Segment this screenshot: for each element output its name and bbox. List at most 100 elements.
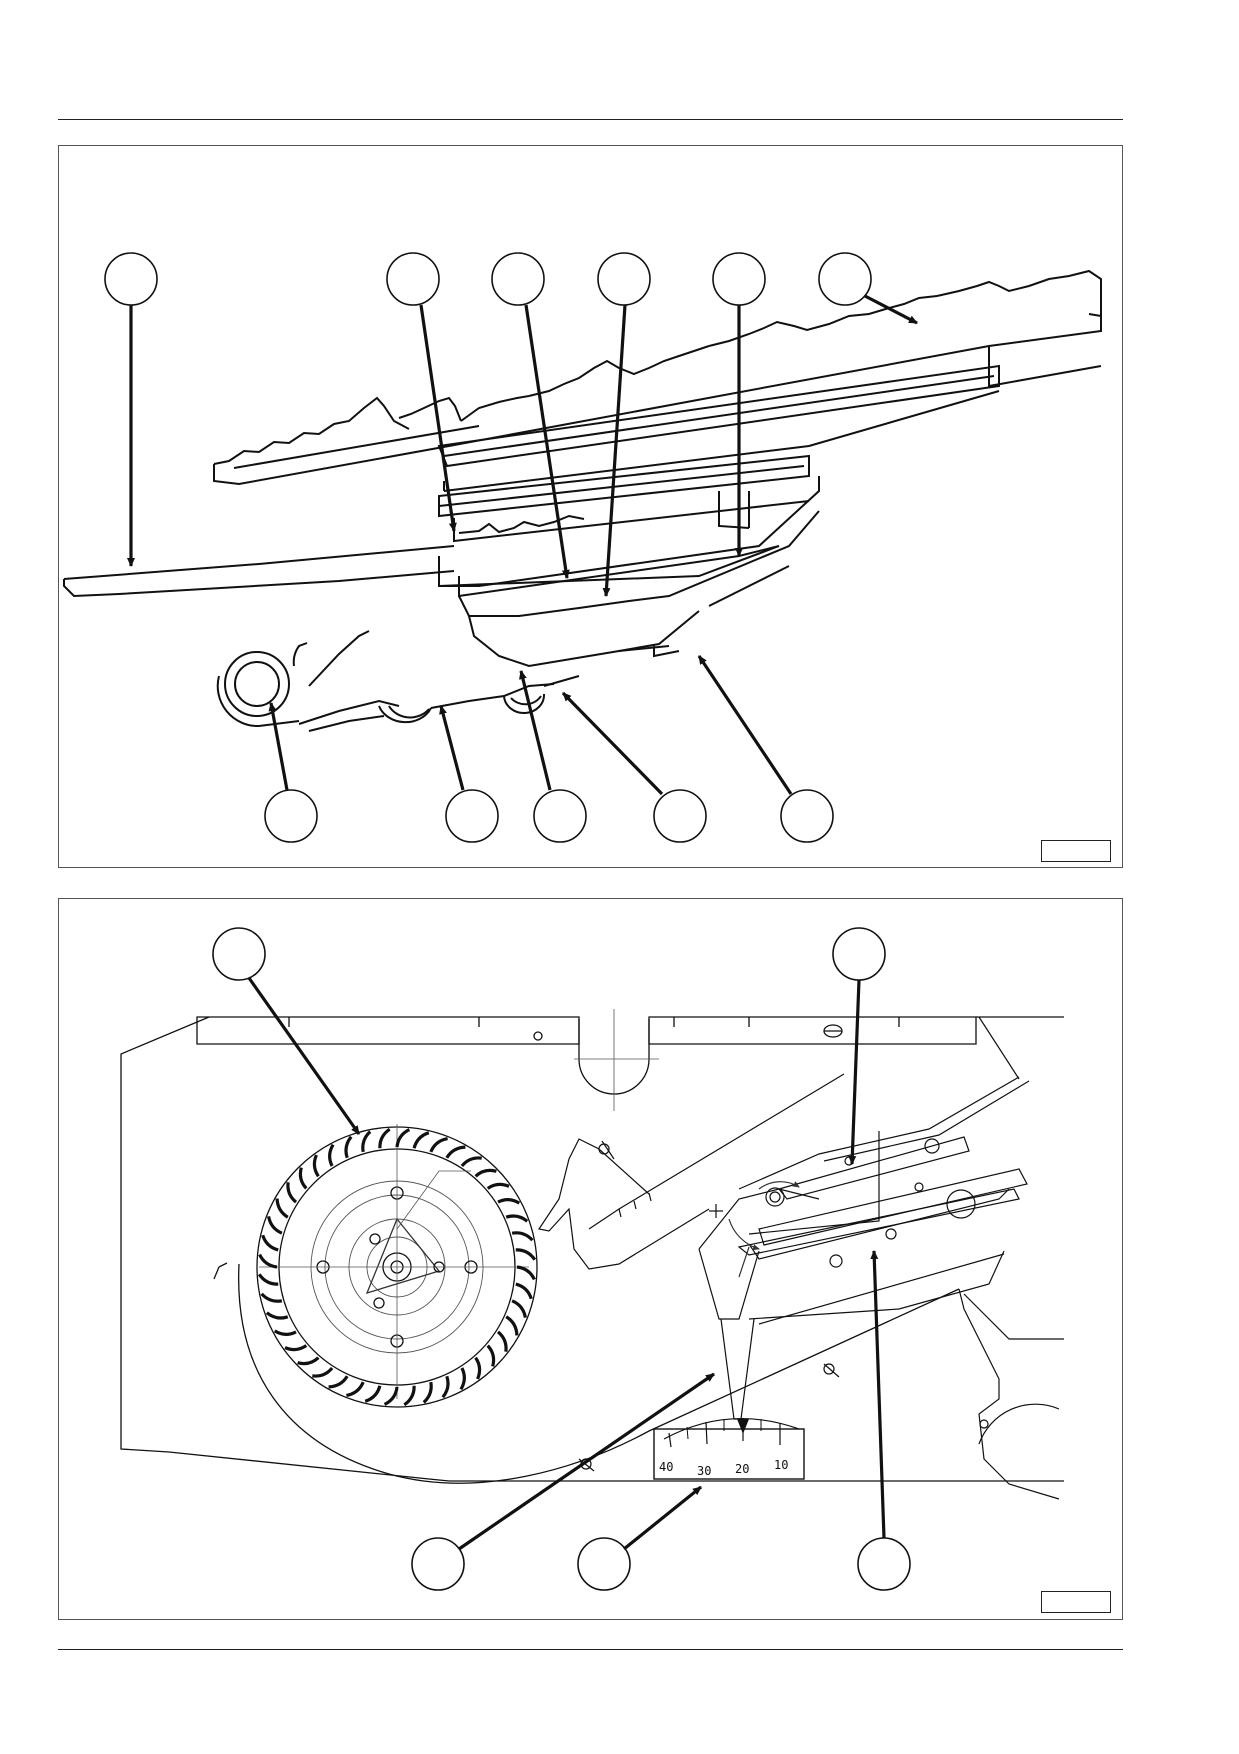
deflector-assembly (538, 1016, 1030, 1472)
fan-blade (286, 1182, 298, 1204)
figure-bottom-drawing: 40 30 20 10 (120, 927, 1064, 1591)
fan-blade (441, 1375, 450, 1399)
fan-blade (505, 1214, 529, 1223)
leader-arrow-4 (602, 304, 627, 597)
fan-blade (364, 1385, 382, 1403)
lower-tray (458, 510, 820, 668)
leader-arrow-b4 (622, 1485, 703, 1551)
callout-balloon-4 (597, 252, 651, 306)
scale-label-3: 20 (735, 1462, 749, 1476)
fan-blade (344, 1135, 353, 1159)
outlet-section (958, 1288, 1064, 1500)
callout-balloon-11 (780, 789, 834, 843)
fan-blade (261, 1234, 279, 1252)
figure-reference-box (1041, 840, 1111, 862)
fan-blade (511, 1299, 527, 1318)
figure-top-drawing (63, 252, 1102, 843)
fan-blade (486, 1182, 510, 1190)
fan-blade (496, 1330, 508, 1352)
footer-rule (58, 1649, 1123, 1650)
callout-balloon-b1 (212, 927, 266, 981)
callout-balloon-8 (445, 789, 499, 843)
callout-balloon-b5 (857, 1537, 911, 1591)
fan-rotor (256, 1124, 538, 1408)
fan-blade (361, 1130, 372, 1153)
header-rule (58, 119, 1123, 120)
leader-arrow-3 (524, 304, 570, 579)
scale-label-1: 40 (659, 1460, 673, 1474)
leader-arrow-b5 (870, 1250, 886, 1539)
callout-balloon-3 (491, 252, 545, 306)
fan-blade (516, 1265, 536, 1281)
leader-arrow-b1 (247, 977, 361, 1135)
fan-blade (275, 1198, 289, 1219)
fan-blade (346, 1381, 365, 1397)
fan-blade (422, 1381, 433, 1404)
upper-sieve (213, 269, 1102, 486)
scale-label-4: 10 (774, 1458, 788, 1472)
fan-blade (412, 1131, 430, 1149)
leader-arrow-2 (419, 304, 457, 532)
figure-top-panel (58, 145, 1123, 868)
leader-arrow-b2 (848, 979, 861, 1165)
leader-arrows (127, 294, 918, 796)
figure-reference-box-bottom (1041, 1591, 1111, 1613)
fan-blade (273, 1329, 297, 1336)
callout-balloon-b2 (832, 927, 886, 981)
angle-scale: 40 30 20 10 (653, 1417, 805, 1480)
fan-blade (297, 1356, 320, 1366)
fan-blade (328, 1375, 349, 1389)
fan-blade (511, 1231, 534, 1242)
fan-blade (403, 1385, 416, 1407)
fan-blade (257, 1273, 279, 1286)
leader-arrow-b3 (458, 1372, 715, 1551)
callout-balloon-1 (104, 252, 158, 306)
callout-balloon-b4 (577, 1537, 631, 1591)
callout-balloon-b3 (411, 1537, 465, 1591)
fan-blade (474, 1356, 482, 1380)
fan-blade (395, 1128, 411, 1148)
fan-blade (460, 1156, 482, 1168)
leader-arrow-8 (439, 705, 465, 791)
fan-blade (486, 1344, 496, 1367)
fan-blade (459, 1367, 466, 1391)
fan-blade (515, 1248, 537, 1261)
fan-blade (497, 1198, 521, 1205)
callout-balloon-2 (386, 252, 440, 306)
scale-label-2: 30 (697, 1464, 711, 1478)
figure-bottom-panel: 40 30 20 10 (58, 898, 1123, 1620)
left-pan (63, 545, 455, 598)
fan-blade (267, 1216, 283, 1235)
sieve-box (438, 454, 820, 587)
fan-blade (258, 1253, 278, 1269)
leader-arrow-11 (697, 655, 793, 795)
fan-blade (383, 1386, 399, 1406)
leader-arrows-bottom (247, 977, 886, 1551)
fan-blade (505, 1315, 519, 1336)
fan-blade (445, 1145, 466, 1159)
leader-arrow-6 (864, 294, 918, 325)
fan-blade (260, 1292, 283, 1303)
callout-balloon-6 (818, 252, 872, 306)
fan-blade (515, 1282, 533, 1300)
fan-blade (378, 1127, 391, 1149)
callout-balloon-9 (533, 789, 587, 843)
fan-blade (474, 1168, 497, 1178)
angle-scale-frame (653, 1428, 805, 1480)
leader-arrow-10 (561, 691, 664, 796)
callout-balloons-bottom (212, 927, 911, 1591)
callout-balloon-5 (712, 252, 766, 306)
fan-housing (120, 1009, 1064, 1482)
leader-arrow-7 (268, 702, 289, 791)
fan-blade (284, 1344, 308, 1352)
fan-blade (312, 1154, 320, 1178)
leader-arrow-9 (519, 670, 552, 791)
sieve-rails (437, 364, 1000, 492)
fan-blade (429, 1137, 448, 1153)
lower-linkage (216, 630, 580, 732)
fan-blade (312, 1366, 334, 1378)
fan-blade (298, 1167, 308, 1190)
callout-balloon-10 (653, 789, 707, 843)
callout-balloons (104, 252, 872, 843)
fan-blade (328, 1143, 335, 1167)
